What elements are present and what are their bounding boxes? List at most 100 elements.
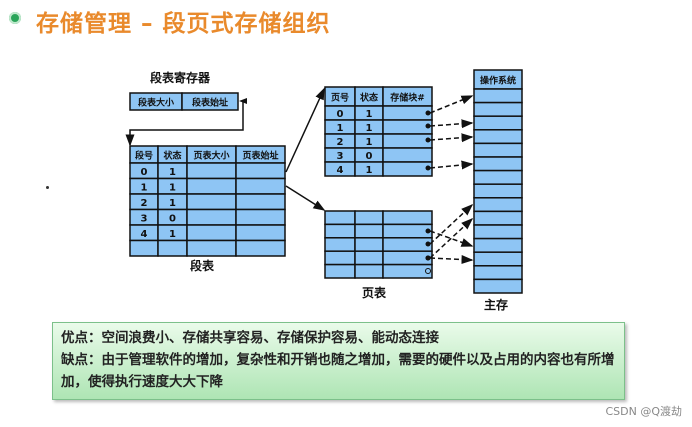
frame-pointer-dot-empty: [425, 268, 431, 274]
page-table-1-header-text: 状态: [360, 92, 378, 104]
memory-block: [473, 169, 523, 185]
page-table-label: 页表: [362, 285, 387, 300]
segment-table-cell: [235, 224, 286, 242]
page-table-2-cell: [382, 223, 433, 239]
segment-table-cell-text: 1: [141, 182, 148, 193]
segment-table-cell: [157, 239, 188, 257]
page-table-1-cell: [382, 119, 433, 135]
segment-to-page-table-1-arrow: [285, 87, 325, 173]
frame-pointer-arrow: [429, 217, 474, 259]
segment-table-cell-text: 3: [141, 213, 148, 224]
frame-pointer-dot: [425, 123, 431, 129]
segment-table-cell-text: 1: [169, 198, 176, 209]
segment-table-cell: [186, 239, 237, 257]
stray-dot: [46, 186, 49, 189]
page-table-1-cell-text: 2: [337, 137, 344, 148]
segment-table-cell-text: 1: [169, 167, 176, 178]
frame-pointer-dot: [425, 255, 431, 261]
segment-table-cell: [235, 162, 286, 180]
page-table-1-cell-text: 1: [366, 123, 373, 134]
segment-table-cell: [186, 193, 237, 211]
memory-block: [473, 129, 523, 145]
page-table-2-cell: [324, 263, 356, 279]
segment-table-cell-text: 1: [169, 229, 176, 240]
frame-pointer-arrow: [429, 203, 474, 245]
memory-block: [473, 224, 523, 240]
memory-block: [473, 197, 523, 213]
segment-table-cell: [235, 239, 286, 257]
frame-pointer-dot: [425, 228, 431, 234]
memory-block: [473, 251, 523, 267]
frame-pointer-arrow: [429, 95, 474, 114]
frame-pointer-dot: [425, 110, 431, 116]
slide-title: 存储管理 – 段页式存储组织: [36, 11, 331, 37]
register-cell-size-text: 段表大小: [138, 97, 174, 109]
page-table-2-cell: [354, 223, 384, 239]
frame-pointer-dot: [425, 165, 431, 171]
page-table-2-cell: [354, 263, 384, 279]
segment-table-header-text: 页表大小: [193, 150, 229, 162]
memory-block: [473, 156, 523, 172]
segment-table-cell-text: 2: [141, 198, 148, 209]
page-table-1-cell-text: 1: [337, 123, 344, 134]
segment-table-cell-text: 0: [141, 167, 148, 178]
page-table-1-cell-text: 1: [366, 109, 373, 120]
page-table-2-cell: [382, 250, 433, 266]
segment-table-header-text: 页表始址: [242, 150, 278, 162]
segment-table-cell: [129, 239, 159, 257]
segment-table-cell-text: 1: [169, 182, 176, 193]
page-table-1-header-text: 页号: [331, 93, 349, 104]
register-cell-base: [181, 92, 239, 111]
page-table-1-cell-text: 3: [337, 151, 344, 162]
page-table-1-header-text: 存储块#: [390, 92, 425, 104]
page-table-1-cell-text: 1: [366, 165, 373, 176]
memory-block: [473, 142, 523, 158]
memory-block: [473, 278, 523, 294]
memory-block: [473, 237, 523, 253]
segment-table-cell: [186, 177, 237, 195]
segment-table-cell: [186, 224, 237, 242]
segment-table-label: 段表: [190, 258, 215, 273]
page-table-1-cell: [382, 161, 433, 177]
frame-pointer-dot: [425, 137, 431, 143]
register-label: 段表寄存器: [150, 70, 211, 85]
segment-table-cell: [186, 208, 237, 226]
watermark: CSDN @Q渡劫: [605, 405, 682, 418]
page-table-1-cell: [382, 133, 433, 149]
frame-pointer-arrow: [429, 255, 474, 264]
segment-table-cell: [186, 162, 237, 180]
segment-table-cell: [235, 208, 286, 226]
frame-pointer-arrow: [429, 119, 474, 129]
register-cell-base-text: 段表始址: [192, 97, 228, 109]
page-table-2-cell: [324, 250, 356, 266]
page-table-1-cell-text: 1: [366, 137, 373, 148]
memory-os-block-text: 操作系统: [480, 75, 516, 87]
page-table-2-cell: [324, 210, 356, 226]
memory-label: 主存: [484, 297, 508, 312]
page-table-2-cell: [382, 210, 433, 226]
memory-block: [473, 88, 523, 104]
page-table-2-cell: [354, 237, 384, 252]
page-table-2-cell: [382, 263, 433, 279]
pros-text: 优点：空间浪费小、存储共享容易、存储保护容易、能动态连接: [61, 330, 439, 346]
memory-block: [473, 101, 523, 117]
cons-text: 缺点：由于管理软件的增加，复杂性和开销也随之增加，需要的硬件以及占用的内容也有所…: [61, 352, 615, 390]
page-table-2-cell: [354, 250, 384, 266]
segment-table-header-text: 状态: [163, 150, 181, 162]
memory-block: [473, 265, 523, 281]
page-table-1-cell-text: 0: [337, 109, 344, 120]
page-table-1-cell-text: 0: [366, 151, 373, 162]
page-table-1-cell: [382, 105, 433, 121]
segment-to-page-table-2-arrow: [285, 185, 326, 211]
segment-table-cell-text: 0: [169, 213, 176, 224]
notes-box: 优点：空间浪费小、存储共享容易、存储保护容易、能动态连接 缺点：由于管理软件的增…: [52, 322, 625, 400]
segment-table-cell-text: 4: [141, 229, 148, 240]
page-table-2-cell: [324, 237, 356, 252]
memory-block: [473, 210, 523, 226]
frame-pointer-arrow: [429, 133, 474, 143]
page-table-2-cell: [354, 210, 384, 226]
page-table-2-cell: [382, 237, 433, 252]
segment-table-header-text: 段号: [135, 150, 153, 162]
register-link-line: [125, 101, 244, 147]
